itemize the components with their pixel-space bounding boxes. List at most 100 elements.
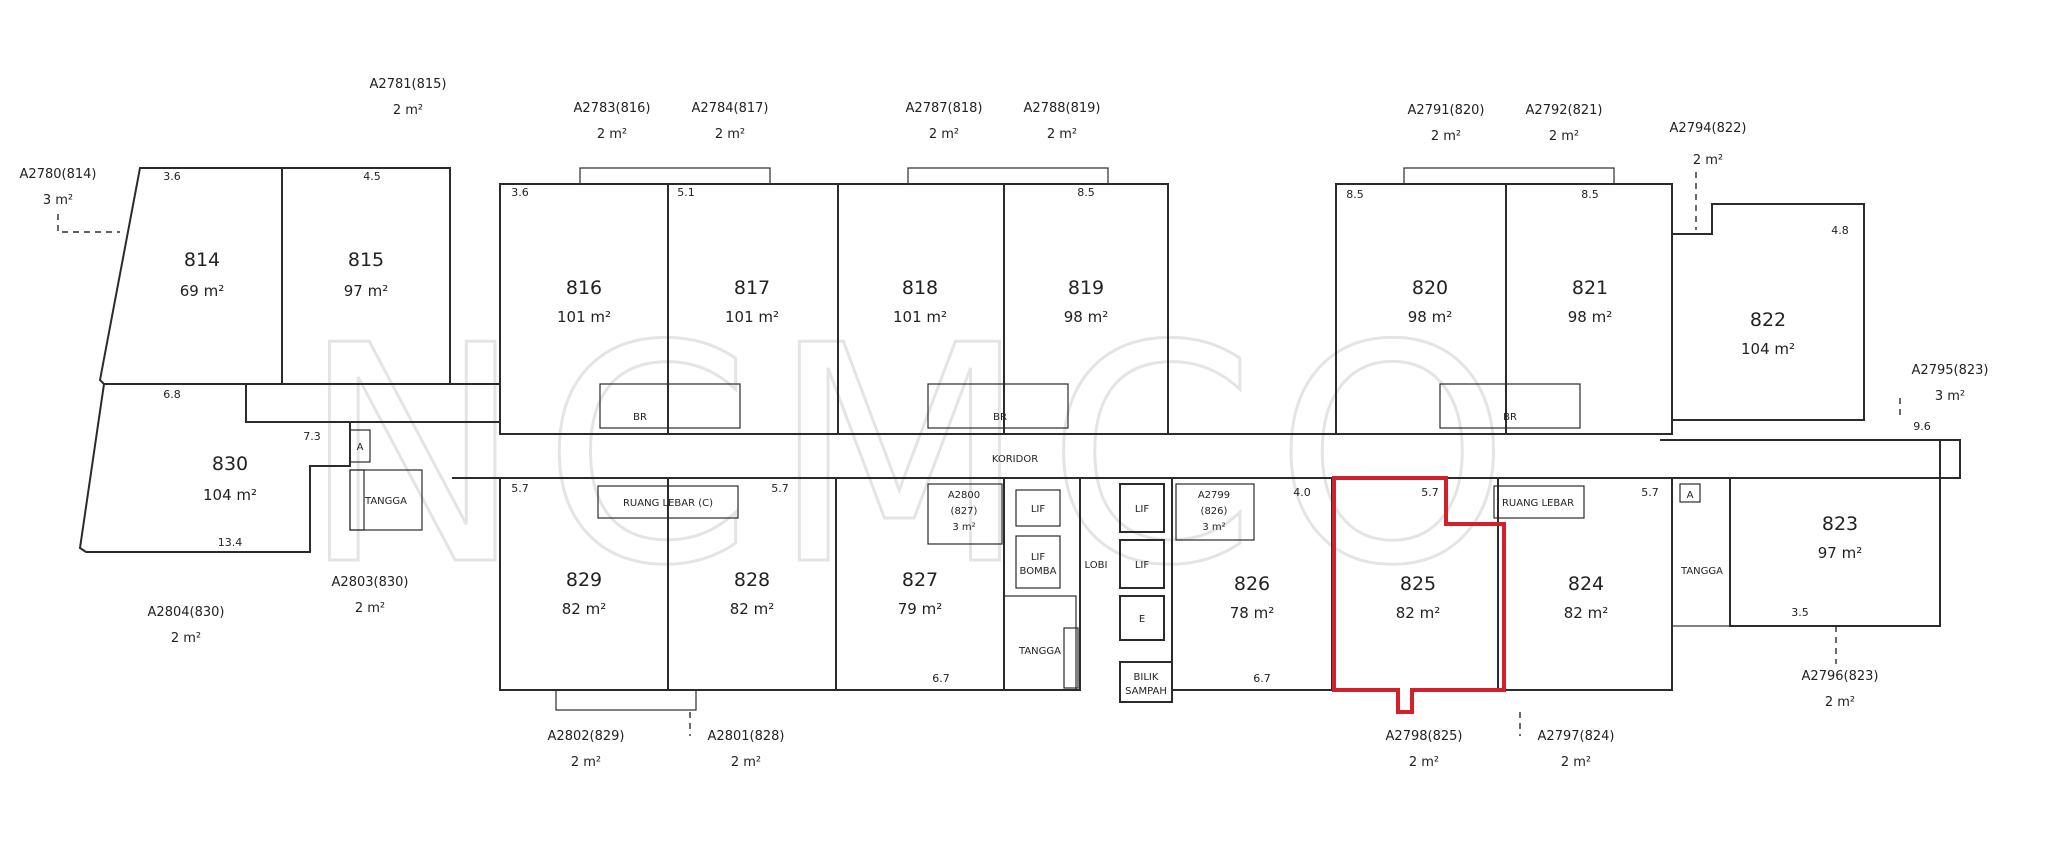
tangga-right-box bbox=[1671, 477, 1731, 627]
unit-819-area: 98 m² bbox=[1064, 308, 1108, 326]
unit-827-number: 827 bbox=[902, 569, 938, 591]
ruang-lebar-left-box bbox=[597, 485, 739, 519]
annotation-code: A2780(814) bbox=[20, 167, 97, 182]
unit-814-number: 814 bbox=[184, 249, 220, 271]
balcony-829-828 bbox=[555, 689, 697, 711]
a2800-area: 3 m² bbox=[952, 522, 975, 533]
annotation-a2794: A2794(822) 2 m² bbox=[1670, 121, 1746, 230]
annotation-a2802: A2802(829) 2 m² bbox=[548, 729, 625, 770]
corridor-label: KORIDOR bbox=[992, 454, 1038, 465]
unit-827-area: 79 m² bbox=[898, 600, 942, 618]
unit-824-area: 82 m² bbox=[1564, 604, 1608, 622]
annotation-code: A2797(824) bbox=[1538, 729, 1615, 744]
a2800-code: A2800 bbox=[948, 490, 980, 501]
unit-824-number: 824 bbox=[1568, 573, 1604, 595]
lift-east-1-label: LIF bbox=[1135, 504, 1150, 515]
annotation-a2791: A2791(820) 2 m² bbox=[1408, 103, 1485, 144]
e-room bbox=[1119, 595, 1165, 641]
lift-1 bbox=[1015, 489, 1061, 527]
dim-label: 4.8 bbox=[1831, 224, 1849, 237]
annotation-code: A2802(829) bbox=[548, 729, 625, 744]
corridor-a-box-left bbox=[349, 429, 371, 463]
lift-east-2 bbox=[1119, 539, 1165, 589]
annotation-area: 3 m² bbox=[43, 193, 73, 208]
tangga-left-stair bbox=[349, 469, 365, 531]
annotation-code: A2804(830) bbox=[148, 605, 225, 620]
dim-label: 8.5 bbox=[1077, 186, 1095, 199]
balcony-bottom-820 bbox=[1439, 383, 1581, 429]
dim-label: 6.8 bbox=[163, 388, 181, 401]
annotation-a2804: A2804(830) 2 m² bbox=[148, 605, 225, 646]
lift-east-2-label: LIF bbox=[1135, 560, 1150, 571]
dim-label: 5.1 bbox=[677, 186, 695, 199]
annotation-code: A2788(819) bbox=[1024, 101, 1101, 116]
unit-821-number: 821 bbox=[1572, 277, 1608, 299]
br-820-label: BR bbox=[1503, 412, 1517, 423]
annotation-area: 2 m² bbox=[355, 601, 385, 616]
a2799-area: 3 m² bbox=[1202, 522, 1225, 533]
lift-1-label: LIF bbox=[1031, 504, 1046, 515]
ruang-lebar-left-label: RUANG LEBAR (C) bbox=[623, 498, 713, 509]
annotation-code: A2801(828) bbox=[708, 729, 785, 744]
tangga-mid-stair bbox=[1063, 627, 1079, 689]
a2799-unit: (826) bbox=[1201, 506, 1228, 517]
annotation-code: A2791(820) bbox=[1408, 103, 1485, 118]
lift-bomba-label-a: LIF bbox=[1031, 552, 1046, 563]
annotation-a2788: A2788(819) 2 m² bbox=[1024, 101, 1101, 142]
tangga-right-label: TANGGA bbox=[1680, 566, 1723, 577]
unit-815-area: 97 m² bbox=[344, 282, 388, 300]
annotation-area: 2 m² bbox=[929, 127, 959, 142]
leader-line bbox=[57, 214, 120, 233]
annotation-a2801: A2801(828) 2 m² bbox=[689, 712, 785, 770]
e-room-label: E bbox=[1139, 614, 1145, 625]
dim-label: 5.7 bbox=[771, 482, 789, 495]
dim-label: 8.5 bbox=[1346, 188, 1364, 201]
annotation-area: 2 m² bbox=[1047, 127, 1077, 142]
unit-823-number: 823 bbox=[1822, 513, 1858, 535]
bilik-sampah-label-a: BILIK bbox=[1134, 672, 1159, 683]
annotation-a2784: A2784(817) 2 m² bbox=[692, 101, 769, 142]
a2799-code: A2799 bbox=[1198, 490, 1230, 501]
corridor-a-left-label: A bbox=[357, 442, 364, 453]
unit-822-outline bbox=[1671, 203, 1865, 421]
dim-label: 5.7 bbox=[1421, 486, 1439, 499]
unit-820-area: 98 m² bbox=[1408, 308, 1452, 326]
unit-826-number: 826 bbox=[1234, 573, 1270, 595]
annotation-code: A2787(818) bbox=[906, 101, 983, 116]
unit-817-area: 101 m² bbox=[725, 308, 779, 326]
corridor-a-box-right bbox=[1679, 483, 1701, 503]
annotation-code: A2798(825) bbox=[1386, 729, 1463, 744]
br-816-label: BR bbox=[633, 412, 647, 423]
unit-816-number: 816 bbox=[566, 277, 602, 299]
dim-label: 7.3 bbox=[303, 430, 321, 443]
a2800-unit: (827) bbox=[951, 506, 978, 517]
unit-825-number: 825 bbox=[1400, 573, 1436, 595]
annotation-area: 2 m² bbox=[571, 755, 601, 770]
unit-830-number: 830 bbox=[212, 453, 248, 475]
unit-816-area: 101 m² bbox=[557, 308, 611, 326]
dim-label: 5.7 bbox=[1641, 486, 1659, 499]
unit-820-number: 820 bbox=[1412, 277, 1448, 299]
annotation-area: 2 m² bbox=[731, 755, 761, 770]
annotation-area: 2 m² bbox=[1409, 755, 1439, 770]
unit-819-number: 819 bbox=[1068, 277, 1104, 299]
dim-label: 13.4 bbox=[218, 536, 243, 549]
unit-822-number: 822 bbox=[1750, 309, 1786, 331]
lift-bomba-label-b: BOMBA bbox=[1020, 566, 1057, 577]
unit-826-area: 78 m² bbox=[1230, 604, 1274, 622]
annotation-area: 2 m² bbox=[393, 103, 423, 118]
tangga-mid-label: TANGGA bbox=[1018, 646, 1061, 657]
annotation-code: A2795(823) bbox=[1912, 363, 1989, 378]
unit-829-number: 829 bbox=[566, 569, 602, 591]
annotation-a2792: A2792(821) 2 m² bbox=[1526, 103, 1603, 144]
unit-823-area: 97 m² bbox=[1818, 544, 1862, 562]
dim-label: 5.7 bbox=[511, 482, 529, 495]
tangga-mid-box bbox=[1003, 595, 1077, 691]
annotation-code: A2784(817) bbox=[692, 101, 769, 116]
dim-label: 3.5 bbox=[1791, 606, 1809, 619]
annotation-area: 2 m² bbox=[171, 631, 201, 646]
unit-818-number: 818 bbox=[902, 277, 938, 299]
tangga-left-label: TANGGA bbox=[364, 496, 407, 507]
ruang-lebar-right-box bbox=[1493, 485, 1585, 519]
